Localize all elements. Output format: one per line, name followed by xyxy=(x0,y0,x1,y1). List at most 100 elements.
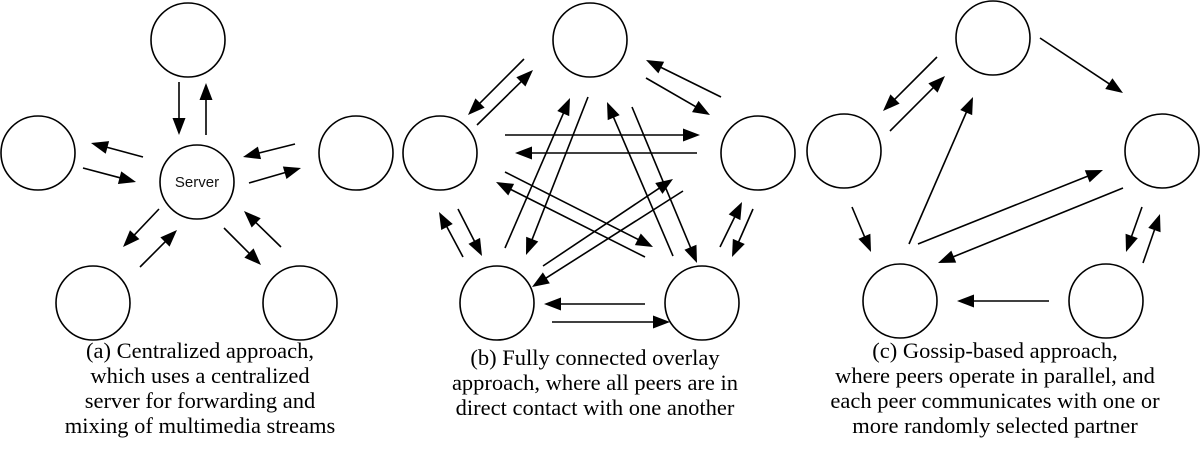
caption-line: (a) Centralized approach, xyxy=(86,338,314,363)
arrow-shaft xyxy=(719,215,737,248)
arrow-right-to-bottom-right xyxy=(1125,206,1143,252)
arrow-shaft xyxy=(542,186,661,267)
peer-node-bottom-left xyxy=(862,263,938,339)
caption-line: more randomly selected partner xyxy=(852,413,1138,438)
arrowhead-icon xyxy=(532,272,550,287)
arrow-shaft xyxy=(257,143,296,155)
arrow-shaft xyxy=(504,111,565,249)
arrowhead-icon xyxy=(692,100,710,115)
arrow-shaft xyxy=(612,115,674,257)
caption-line: each peer communicates with one or xyxy=(830,388,1160,413)
arrow-bottom-left-to-top xyxy=(504,98,570,249)
arrow-shaft xyxy=(445,224,464,258)
arrow-right-to-bottom-right xyxy=(732,208,754,257)
arrowhead-icon xyxy=(244,211,261,228)
arrowhead-icon xyxy=(439,212,453,231)
arrow-right-to-left xyxy=(515,146,697,160)
arrow-shaft xyxy=(889,86,935,132)
arrow-shaft xyxy=(908,110,968,245)
arrow-shaft xyxy=(132,208,160,237)
arrowhead-icon xyxy=(172,118,186,135)
arrowhead-icon xyxy=(544,297,561,311)
arrow-left-to-bottom-right xyxy=(504,171,653,247)
arrow-bottom-left-to-top xyxy=(908,97,973,245)
arrow-shaft xyxy=(139,240,167,268)
arrow-shaft xyxy=(82,167,122,179)
peer-node-bottom-right xyxy=(262,265,338,341)
arrow-bottom-left-to-bottom-right xyxy=(552,315,670,329)
arrowhead-icon xyxy=(516,70,533,87)
peer-node-top xyxy=(150,2,226,78)
peer-node-top xyxy=(955,0,1031,76)
arrowhead-icon xyxy=(243,146,262,160)
arrow-shaft xyxy=(248,171,287,184)
peer-node-bottom-right xyxy=(1068,263,1144,339)
peer-node-top xyxy=(552,2,628,78)
arrowhead-icon xyxy=(526,236,539,255)
arrowhead-icon xyxy=(960,97,973,116)
peer-node-right xyxy=(318,115,394,191)
arrow-left-to-server xyxy=(82,167,136,184)
arrow-left-to-right xyxy=(505,128,700,142)
arrowhead-icon xyxy=(496,182,515,196)
arrow-shaft xyxy=(645,77,698,109)
arrowhead-icon xyxy=(728,202,742,221)
arrow-bottom-right-to-right xyxy=(1142,214,1161,264)
arrowhead-icon xyxy=(653,315,670,329)
arrow-server-to-top xyxy=(199,83,213,135)
arrow-server-to-bottom-right xyxy=(223,227,261,265)
arrow-bottom-right-to-server xyxy=(244,211,282,248)
arrow-left-to-top xyxy=(476,70,533,126)
arrow-shaft xyxy=(457,208,476,244)
arrowhead-icon xyxy=(646,60,665,74)
arrowhead-icon xyxy=(607,102,620,121)
caption-line: (b) Fully connected overlay xyxy=(470,345,720,370)
panel-centralized: Server xyxy=(0,2,394,341)
caption-fully-connected: (b) Fully connected overlay approach, wh… xyxy=(390,345,800,420)
arrowhead-icon xyxy=(732,238,745,257)
peer-node-left xyxy=(402,115,478,191)
arrowhead-icon xyxy=(117,171,136,184)
arrow-left-to-bottom-left xyxy=(457,208,482,256)
arrowhead-icon xyxy=(957,294,974,308)
arrow-top-to-left xyxy=(468,58,525,115)
arrow-shaft xyxy=(476,79,523,126)
peer-node-left xyxy=(0,115,76,191)
arrow-bottom-right-to-bottom-left xyxy=(957,294,1049,308)
arrow-server-to-bottom-left xyxy=(123,208,160,247)
arrow-shaft xyxy=(544,190,684,280)
arrowhead-icon xyxy=(1148,214,1161,233)
arrowhead-icon xyxy=(1105,78,1123,93)
caption-line: where peers operate in parallel, and xyxy=(835,363,1155,388)
arrow-shaft xyxy=(631,106,692,250)
arrow-bottom-right-to-top xyxy=(607,102,674,257)
caption-line: direct contact with one another xyxy=(455,395,735,420)
arrow-bottom-left-to-server xyxy=(139,230,177,268)
arrowhead-icon xyxy=(468,98,485,115)
arrow-bottom-left-to-left xyxy=(439,212,464,258)
arrowhead-icon xyxy=(160,230,177,247)
arrow-shaft xyxy=(1142,227,1156,264)
arrowhead-icon xyxy=(655,179,673,194)
arrowhead-icon xyxy=(91,141,110,154)
arrow-bottom-right-to-bottom-left xyxy=(544,297,645,311)
arrowhead-icon xyxy=(123,230,140,247)
arrow-top-to-bottom-right xyxy=(631,106,697,263)
caption-line: approach, where all peers are in xyxy=(451,370,739,395)
arrow-shaft xyxy=(951,187,1124,259)
arrow-shaft xyxy=(737,208,754,244)
peer-node-bottom-left xyxy=(459,265,535,341)
arrow-shaft xyxy=(1130,206,1143,239)
arrowhead-icon xyxy=(683,128,700,142)
arrow-right-to-top xyxy=(646,60,722,98)
peer-node-right xyxy=(1124,113,1200,189)
arrowhead-icon xyxy=(858,233,871,252)
caption-line: mixing of multimedia streams xyxy=(64,413,336,438)
arrowhead-icon xyxy=(282,166,301,179)
arrow-bottom-right-to-left xyxy=(496,182,646,258)
server-node xyxy=(159,144,235,220)
arrowhead-icon xyxy=(684,244,697,263)
arrow-shaft xyxy=(509,188,646,258)
arrow-server-to-left xyxy=(91,141,144,158)
